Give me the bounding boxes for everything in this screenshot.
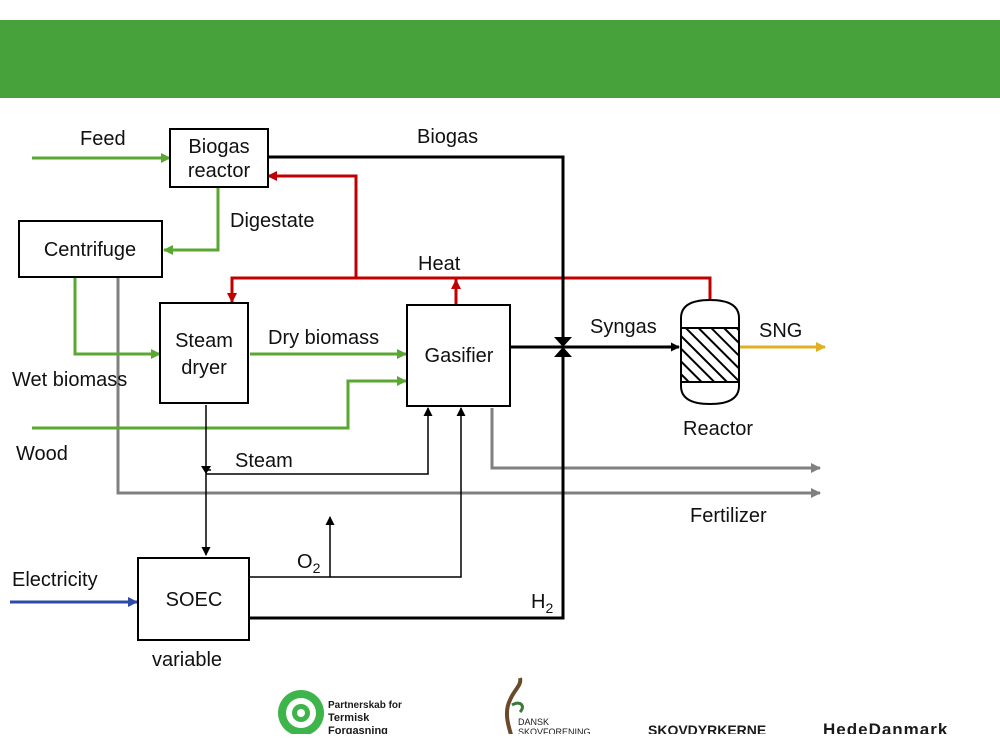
dansk-skovforening-logo: DANSK SKOVFORENING: [504, 677, 591, 739]
syngas-label: Syngas: [590, 316, 657, 338]
centrifuge-box: [18, 220, 163, 278]
wet-biomass-label: Wet biomass: [12, 369, 127, 391]
soec-label: SOEC: [166, 589, 223, 611]
svg-text:SKOVFORENING: SKOVFORENING: [518, 727, 591, 737]
gasifier-label: Gasifier: [425, 345, 494, 367]
soec-box: [137, 557, 250, 641]
digestate-label: Digestate: [230, 210, 315, 232]
heat-label: Heat: [418, 253, 461, 275]
mixing-valve-icon: [554, 337, 572, 357]
biogas-and-h2-line: [250, 155, 565, 620]
biomass-flows: [32, 153, 407, 430]
svg-text:Termisk: Termisk: [328, 712, 370, 724]
wood-label: Wood: [16, 443, 68, 465]
wet-biomass-arrow: [73, 278, 161, 359]
digestate-arrow: [163, 187, 220, 255]
fertilizer-label: Fertilizer: [690, 505, 767, 527]
heat-flows: [227, 171, 712, 304]
svg-text:DANSK: DANSK: [518, 717, 549, 727]
reactor-label: Reactor: [683, 418, 753, 440]
feed-label: Feed: [80, 128, 126, 150]
header-banner: [0, 20, 1000, 98]
steam-and-o2-flows: [201, 405, 466, 578]
bottom-crop: [0, 734, 1000, 750]
biogas-reactor-label-2: reactor: [188, 160, 251, 182]
o2-label: O2: [297, 551, 321, 576]
steam-label: Steam: [235, 450, 293, 472]
steam-dryer-label-1: Steam: [175, 330, 233, 352]
gasifier-box: [406, 304, 511, 407]
biogas-reactor-label-1: Biogas: [188, 136, 249, 158]
steam-split-marker: [201, 466, 211, 474]
fertilizer-flow: [116, 278, 821, 498]
variable-label: variable: [152, 649, 222, 671]
partnerskab-logo: Partnerskab for Termisk Forgasning: [278, 690, 402, 737]
centrifuge-label: Centrifuge: [44, 239, 136, 261]
electricity-label: Electricity: [12, 569, 98, 591]
biogas-label: Biogas: [417, 126, 478, 148]
svg-text:Partnerskab for: Partnerskab for: [328, 700, 402, 711]
wood-arrow: [32, 376, 407, 430]
h2-label: H2: [531, 591, 553, 616]
reactor-vessel-icon: [680, 298, 740, 406]
steam-dryer-label-2: dryer: [181, 357, 227, 379]
gas-flows: [250, 155, 680, 620]
sng-label: SNG: [759, 320, 802, 342]
biogas-reactor-box: [169, 128, 269, 188]
dry-biomass-label: Dry biomass: [268, 327, 379, 349]
steam-dryer-box: [159, 302, 249, 404]
